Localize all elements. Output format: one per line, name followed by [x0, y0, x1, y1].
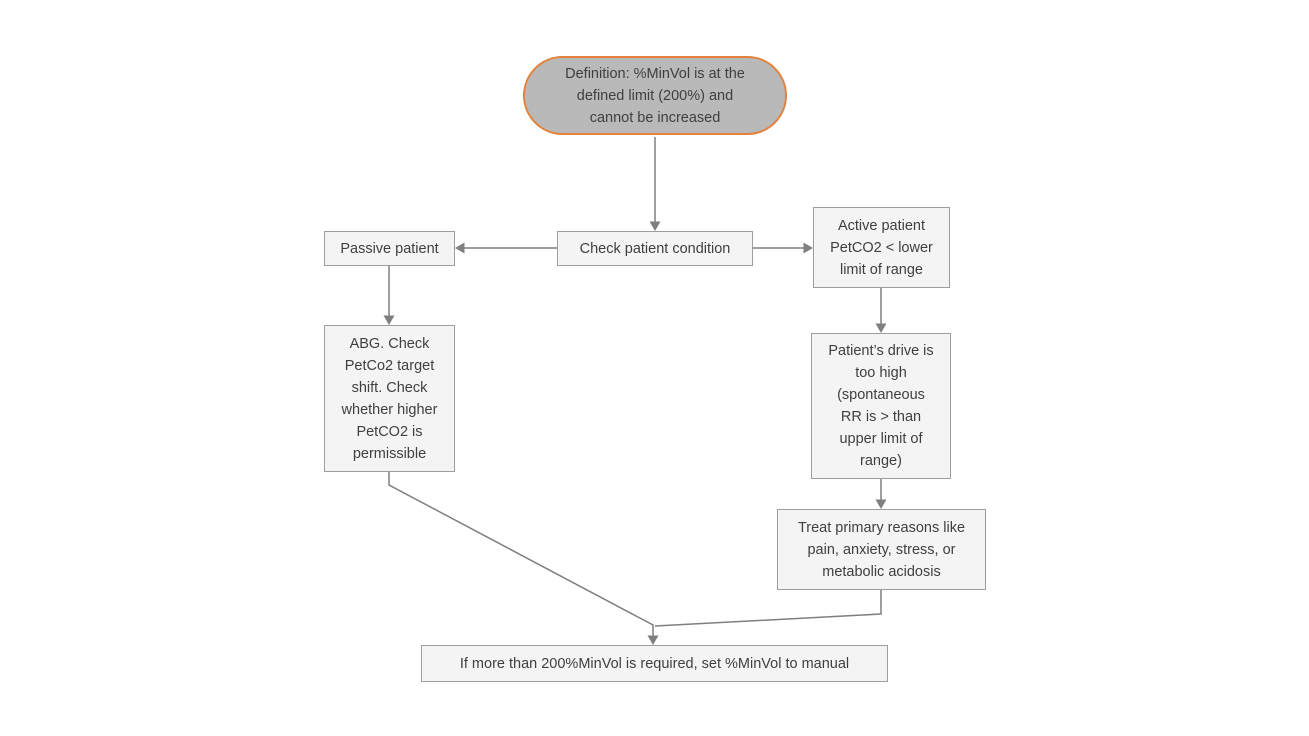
node-definition: Definition: %MinVol is at the defined li…: [523, 56, 787, 135]
node-treat-primary-reasons: Treat primary reasons like pain, anxiety…: [777, 509, 986, 590]
node-passive-patient: Passive patient: [324, 231, 455, 266]
node-patient-drive-too-high: Patient’s drive is too high (spontaneous…: [811, 333, 951, 479]
node-abg-check: ABG. Check PetCo2 target shift. Check wh…: [324, 325, 455, 472]
node-active-label: Active patient PetCO2 < lower limit of r…: [830, 217, 933, 278]
node-set-minvol-manual: If more than 200%MinVol is required, set…: [421, 645, 888, 682]
arrow-passive-to-abg: [383, 266, 395, 325]
arrow-check-to-active: [753, 242, 813, 254]
node-drive-label: Patient’s drive is too high (spontaneous…: [828, 343, 934, 469]
line-treat-to-junction: [654, 590, 882, 627]
arrow-active-to-drive: [875, 288, 887, 333]
arrow-drive-to-treat: [875, 479, 887, 509]
node-manual-label: If more than 200%MinVol is required, set…: [459, 655, 850, 672]
node-check-label: Check patient condition: [579, 240, 731, 257]
node-treat-label: Treat primary reasons like pain, anxiety…: [797, 519, 966, 580]
node-check-patient-condition: Check patient condition: [557, 231, 753, 266]
arrow-abg-to-manual: [388, 472, 659, 645]
node-active-patient: Active patient PetCO2 < lower limit of r…: [813, 207, 950, 288]
node-abg-label: ABG. Check PetCo2 target shift. Check wh…: [341, 335, 438, 462]
arrow-definition-to-check: [649, 137, 661, 231]
arrow-check-to-passive: [455, 242, 557, 254]
node-definition-label: Definition: %MinVol is at the defined li…: [565, 65, 745, 126]
node-passive-label: Passive patient: [340, 240, 439, 257]
